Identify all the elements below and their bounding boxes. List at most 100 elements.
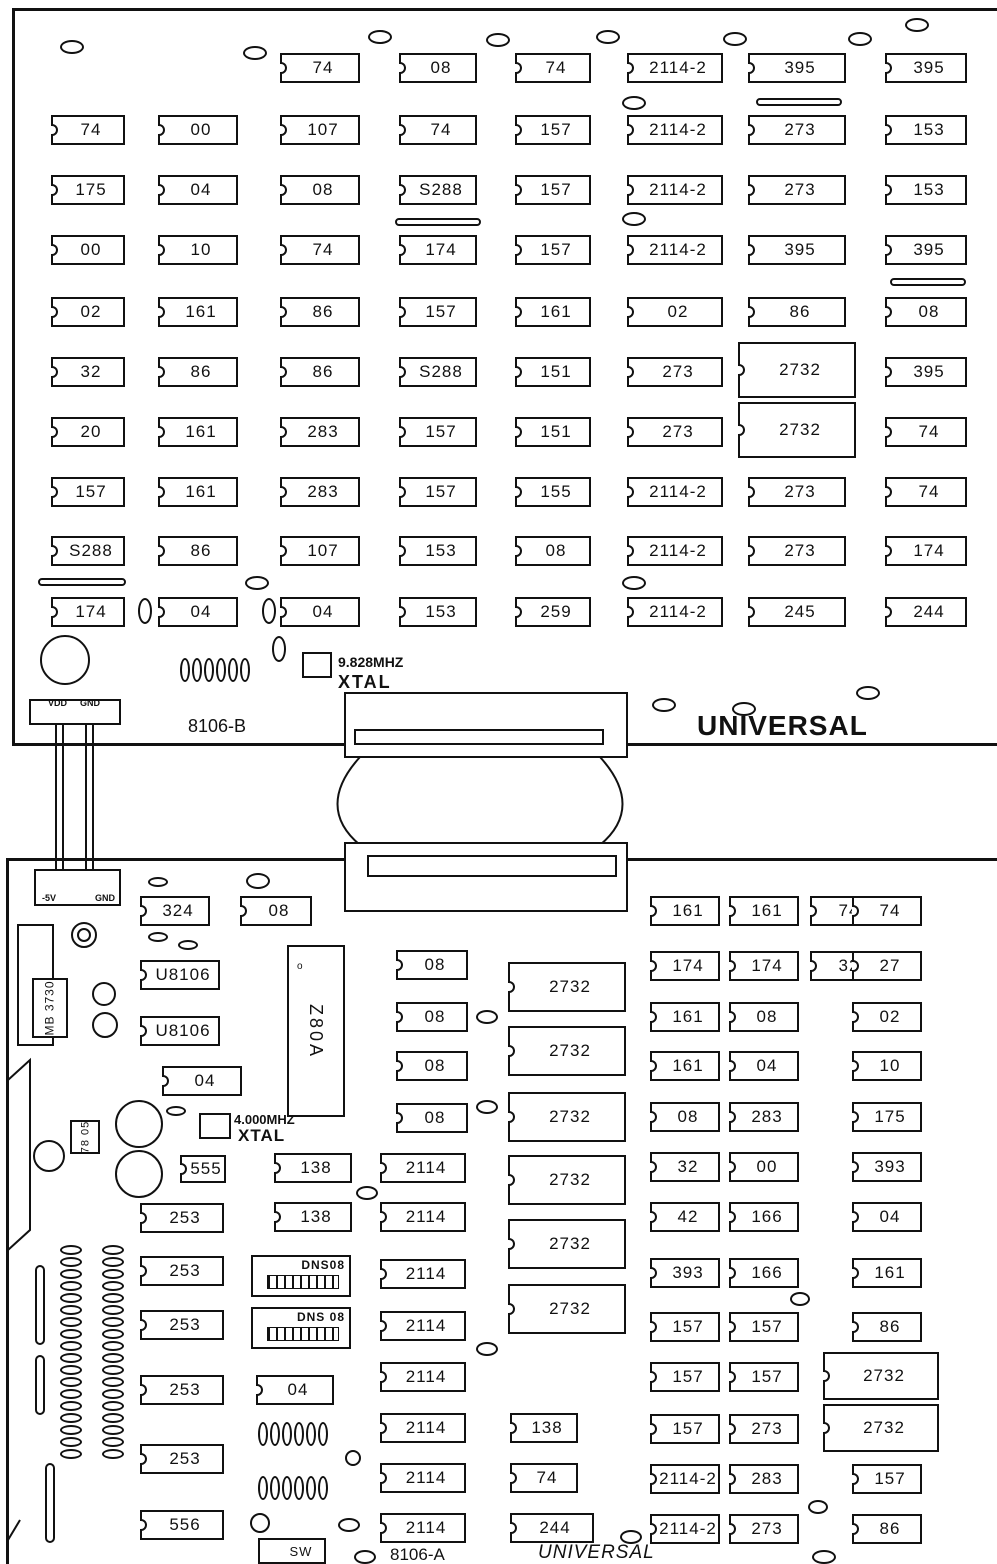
- bottom-chip-e2: 2732: [508, 1026, 626, 1076]
- pad-oval: [790, 1292, 810, 1306]
- chip-label: U8106: [155, 1021, 211, 1040]
- resistor: [60, 1281, 82, 1291]
- z80a-cpu: o Z80A: [287, 945, 345, 1117]
- top-chip-J8: 74: [885, 477, 967, 507]
- chip-notch: [508, 1174, 515, 1186]
- top-chip-J6: 2114-2: [627, 477, 723, 507]
- chip-label: 273: [751, 1519, 783, 1538]
- connector-strip: [35, 1355, 45, 1415]
- resistor: [102, 1305, 124, 1315]
- chip-notch: [515, 366, 522, 378]
- chip-notch: [280, 606, 287, 618]
- resistor: [60, 1425, 82, 1435]
- chip-notch: [852, 905, 859, 917]
- chip-label: 395: [784, 58, 816, 77]
- top-chip-C5: 157: [515, 175, 591, 205]
- dip-switch-2[interactable]: DNS 08: [251, 1307, 351, 1349]
- chip-label: 74: [536, 1468, 558, 1487]
- chip-notch: [51, 486, 58, 498]
- chip-notch: [399, 545, 406, 557]
- chip-notch: [885, 124, 892, 136]
- pad-oval: [856, 686, 880, 700]
- chip-label: 161: [751, 901, 783, 920]
- bottom-chip-5J: 393: [650, 1258, 720, 1288]
- chip-label: 157: [751, 1317, 783, 1336]
- chip-notch: [650, 905, 657, 917]
- chip-notch: [380, 1211, 387, 1223]
- top-chip-D1: 00: [51, 235, 125, 265]
- chip-label: 174: [913, 541, 945, 560]
- chip-label: 00: [190, 120, 212, 139]
- bottom-chip-6C: 08: [729, 1002, 799, 1032]
- chip-notch: [51, 426, 58, 438]
- chip-notch: [140, 1265, 147, 1277]
- chip-label: 273: [784, 120, 816, 139]
- bottom-chip-5L: 157: [650, 1362, 720, 1392]
- chip-notch: [729, 1060, 736, 1072]
- resistor: [270, 1476, 280, 1500]
- chip-notch: [627, 124, 634, 136]
- vdd-label: VDD: [48, 698, 68, 708]
- resistor: [102, 1257, 124, 1267]
- resistor: [102, 1269, 124, 1279]
- resistor: [318, 1476, 328, 1500]
- chip-label: 161: [540, 302, 572, 321]
- resistor: [102, 1401, 124, 1411]
- top-chip-F8: 395: [885, 357, 967, 387]
- chip-notch: [140, 1025, 147, 1037]
- chip-notch: [515, 306, 522, 318]
- pad-oval: [476, 1342, 498, 1356]
- chip-label: 2114: [405, 1158, 447, 1177]
- top-chip-C6: 2114-2: [627, 175, 723, 205]
- bottom-chip-m5: 2114: [380, 1362, 466, 1392]
- chip-notch: [380, 1522, 387, 1534]
- bottom-chip-5A: 161: [650, 896, 720, 926]
- gnd-label-bottom: GND: [95, 893, 115, 903]
- top-chip-L8: 244: [885, 597, 967, 627]
- resistor: [270, 1422, 280, 1446]
- pad-oval: [476, 1100, 498, 1114]
- chip-notch: [510, 1422, 517, 1434]
- chip-notch: [650, 1321, 657, 1333]
- top-chip-C2: 04: [158, 175, 238, 205]
- chip-notch: [885, 486, 892, 498]
- chip-notch: [508, 1111, 515, 1123]
- chip-label: 86: [190, 541, 212, 560]
- pad-oval: [732, 702, 756, 716]
- top-chip-J2: 161: [158, 477, 238, 507]
- top-chip-E5: 161: [515, 297, 591, 327]
- chip-label: 157: [672, 1367, 704, 1386]
- top-chip-K4: 153: [399, 536, 477, 566]
- chip-notch: [852, 1523, 859, 1535]
- reset-switch[interactable]: SW: [258, 1538, 326, 1564]
- chip-notch: [280, 244, 287, 256]
- top-chip-F2: 86: [158, 357, 238, 387]
- chip-notch: [380, 1371, 387, 1383]
- bottom-chip-04b: 04: [256, 1375, 334, 1405]
- resistor: [306, 1476, 316, 1500]
- chip-label: 253: [169, 1315, 201, 1334]
- bottom-chip-m6: 2114: [380, 1413, 466, 1443]
- chip-label: 04: [287, 1380, 309, 1399]
- top-chip-H8: 74: [885, 417, 967, 447]
- top-xtal-frequency: 9.828MHZ: [338, 654, 404, 670]
- resistor: [60, 1377, 82, 1387]
- chip-label: U8106: [155, 965, 211, 984]
- chip-label: 283: [307, 422, 339, 441]
- chip-label: 32: [80, 362, 102, 381]
- dip-switch-1[interactable]: DNS08: [251, 1255, 351, 1297]
- chip-label: 157: [672, 1317, 704, 1336]
- chip-notch: [158, 184, 165, 196]
- chip-label: S288: [69, 541, 113, 560]
- chip-notch: [885, 545, 892, 557]
- chip-label: 2732: [549, 1299, 591, 1318]
- top-chip-A8: 395: [885, 53, 967, 83]
- chip-notch: [140, 969, 147, 981]
- chip-label: 2114-2: [649, 602, 707, 621]
- bottom-chip-138a: 138: [274, 1153, 352, 1183]
- chip-label: 244: [913, 602, 945, 621]
- bottom-chip-e5: 2732: [508, 1219, 626, 1269]
- bottom-chip-5F: 32: [650, 1152, 720, 1182]
- pad-oval: [848, 32, 872, 46]
